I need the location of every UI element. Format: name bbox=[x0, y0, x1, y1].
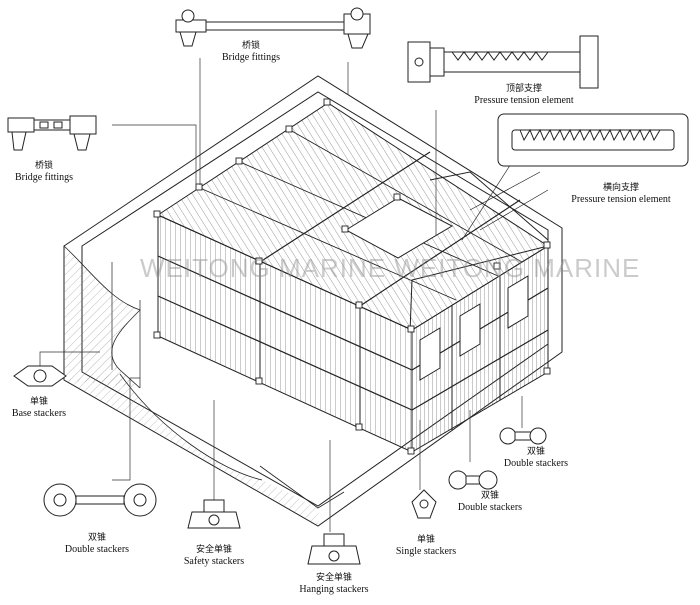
label-cn: 单锥 bbox=[416, 535, 435, 545]
label-en: Base stackers bbox=[11, 408, 67, 419]
hanging-stacker-icon bbox=[307, 533, 361, 565]
label-en: Double stackers bbox=[457, 502, 523, 513]
label-cn: 安全单锥 bbox=[195, 545, 232, 555]
label-hanging-stackers: 安全单锥 Hanging stackers bbox=[288, 572, 380, 596]
label-pressure-tension-right: 横向支撑 Pressure tension element bbox=[546, 182, 696, 206]
label-cn: 顶部支撑 bbox=[505, 84, 542, 94]
label-bridge-fittings-top: 桥锁 Bridge fittings bbox=[196, 40, 306, 64]
label-safety-stackers: 安全单锥 Safety stackers bbox=[172, 544, 256, 568]
label-cn: 安全单锥 bbox=[315, 573, 352, 583]
label-cn: 单锥 bbox=[29, 397, 48, 407]
double-stacker-left-icon bbox=[43, 483, 157, 517]
label-base-stackers: 单锥 Base stackers bbox=[2, 396, 76, 420]
label-en: Bridge fittings bbox=[14, 172, 74, 183]
label-en: Double stackers bbox=[64, 544, 130, 555]
double-stacker-mid-icon bbox=[448, 470, 498, 490]
base-stacker-icon bbox=[13, 365, 67, 387]
label-en: Bridge fittings bbox=[221, 52, 281, 63]
safety-stacker-icon bbox=[187, 499, 241, 529]
label-single-stackers: 单锥 Single stackers bbox=[382, 534, 470, 558]
label-cn: 双锥 bbox=[526, 447, 545, 457]
double-stacker-right-icon bbox=[499, 427, 547, 445]
leader-lines bbox=[39, 58, 523, 532]
label-double-stackers-right: 双锥 Double stackers bbox=[490, 446, 582, 470]
label-cn: 桥锁 bbox=[34, 161, 53, 171]
label-en: Safety stackers bbox=[183, 556, 245, 567]
label-bridge-fittings-left: 桥锁 Bridge fittings bbox=[4, 160, 84, 184]
bridge-fitting-left-icon bbox=[7, 115, 97, 151]
label-cn: 双锥 bbox=[87, 533, 106, 543]
label-en: Pressure tension element bbox=[474, 95, 574, 106]
label-cn: 桥锁 bbox=[241, 41, 260, 51]
bridge-fitting-icon bbox=[175, 7, 371, 49]
container-stack-roof bbox=[156, 102, 549, 331]
label-pressure-tension-top: 顶部支撑 Pressure tension element bbox=[454, 83, 594, 107]
corner-castings bbox=[153, 98, 551, 455]
label-en: Single stackers bbox=[395, 546, 457, 557]
label-en: Hanging stackers bbox=[299, 584, 369, 595]
label-cn: 横向支撑 bbox=[602, 183, 639, 193]
hold-wall-hatch bbox=[64, 246, 318, 526]
label-en: Pressure tension element bbox=[571, 194, 671, 205]
label-double-stackers-left: 双锥 Double stackers bbox=[52, 532, 142, 556]
label-cn: 双锥 bbox=[480, 491, 499, 501]
pressure-tension-right-icon bbox=[497, 113, 689, 167]
pressure-tension-top-icon bbox=[407, 35, 599, 89]
label-double-stackers-mid: 双锥 Double stackers bbox=[444, 490, 536, 514]
single-stacker-icon bbox=[411, 489, 437, 519]
label-en: Double stackers bbox=[503, 458, 569, 469]
upper-container-block bbox=[409, 171, 549, 333]
